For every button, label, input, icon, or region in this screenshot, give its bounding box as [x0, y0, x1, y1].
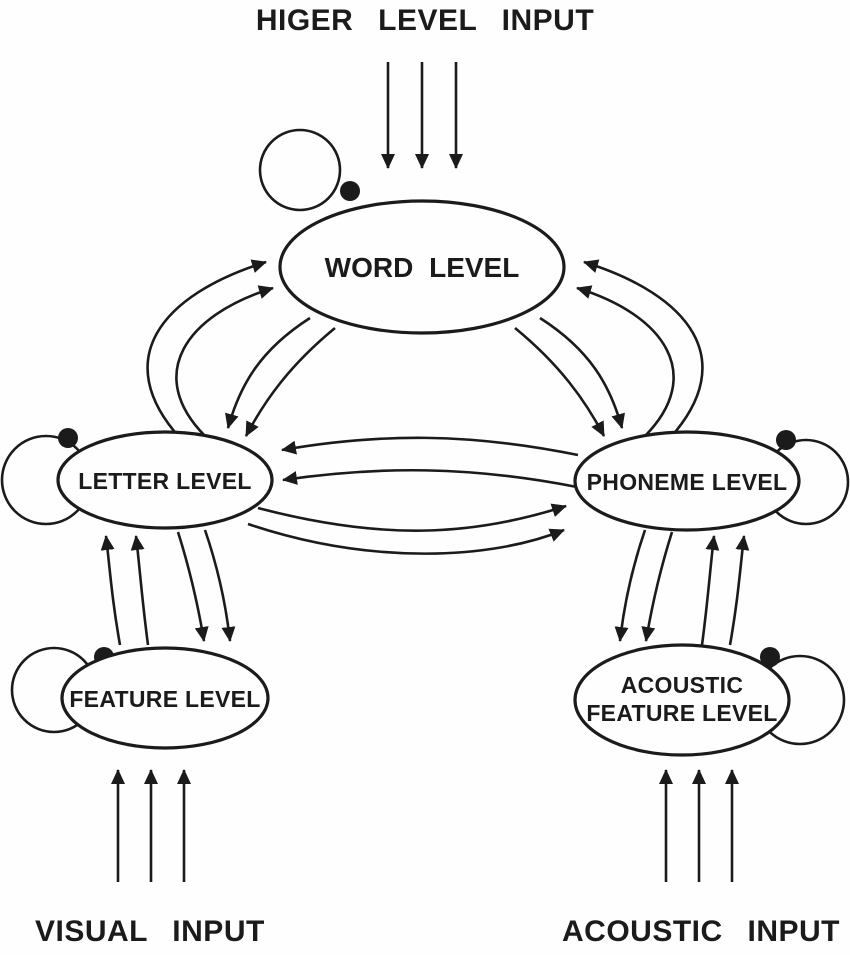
inhibitory-dot	[58, 428, 78, 448]
phoneme-level-label: PHONEME LEVEL	[587, 469, 788, 495]
higher-level-input-label: HIGER LEVEL INPUT	[256, 4, 594, 37]
edge-letter-to-feature-outer	[203, 529, 236, 642]
edge-letter-to-phoneme-upper	[257, 503, 567, 532]
word-level-ellipse	[278, 199, 566, 335]
node-letter-level: LETTER LEVEL	[56, 430, 274, 530]
edge-letter-to-phoneme-lower	[247, 522, 565, 555]
acoustic-feature-level-label-line2: FEATURE LEVEL	[586, 700, 777, 726]
edge-word-to-phoneme-inner	[539, 316, 625, 429]
edge-word-to-letter-inner	[225, 316, 311, 429]
edge-phoneme-to-letter-upper	[281, 436, 579, 457]
edge-letter-to-word-inner	[175, 285, 274, 437]
edge-phoneme-to-word-outer	[583, 259, 704, 439]
visual-input-arrows	[111, 769, 191, 882]
edge-word-to-phoneme-outer	[514, 326, 606, 437]
feature-level-label: FEATURE LEVEL	[69, 686, 260, 712]
edge-letter-to-feature-inner	[176, 531, 209, 642]
edge-acoustic-to-phoneme-inner	[700, 535, 720, 646]
inhibitory-dot	[776, 430, 796, 450]
edge-word-to-letter-outer	[244, 326, 336, 437]
edges-phoneme-acoustic-feature	[614, 529, 750, 646]
edge-phoneme-to-acoustic-outer	[614, 529, 647, 642]
edge-feature-to-letter-inner	[130, 535, 150, 646]
node-phoneme-level: PHONEME LEVEL	[573, 430, 801, 532]
node-feature-level: FEATURE LEVEL	[60, 646, 270, 750]
node-word-level: WORD LEVEL	[278, 199, 566, 335]
edge-feature-to-letter-outer	[100, 535, 122, 646]
edge-phoneme-to-acoustic-inner	[641, 531, 674, 642]
edges-letter-feature	[100, 529, 236, 646]
phoneme-level-ellipse	[573, 430, 801, 532]
edge-phoneme-to-word-inner	[576, 285, 675, 437]
acoustic-feature-level-label-line1: ACOUSTIC	[621, 672, 744, 698]
edge-letter-to-word-outer	[146, 259, 267, 439]
letter-level-ellipse	[56, 430, 274, 530]
node-acoustic-feature-level: ACOUSTIC FEATURE LEVEL	[573, 643, 791, 757]
edges-word-phoneme	[514, 259, 704, 439]
word-level-label: WORD LEVEL	[325, 252, 520, 283]
higher-level-input-arrows	[381, 62, 463, 169]
edge-acoustic-to-phoneme-outer	[728, 535, 750, 646]
self-loop-word	[258, 128, 360, 212]
acoustic-feature-level-ellipse	[573, 643, 791, 757]
loop-circle	[258, 128, 342, 212]
edge-phoneme-to-letter-lower	[282, 468, 578, 489]
visual-input-label: VISUAL INPUT	[35, 915, 265, 948]
feature-level-ellipse	[60, 646, 270, 750]
edges-letter-phoneme	[247, 436, 579, 555]
acoustic-input-label: ACOUSTIC INPUT	[562, 915, 840, 948]
inhibitory-dot	[340, 181, 360, 201]
letter-level-label: LETTER LEVEL	[78, 468, 252, 494]
inhibitory-dot	[760, 647, 780, 667]
acoustic-input-arrows	[659, 769, 739, 882]
edges-word-letter	[146, 259, 336, 439]
